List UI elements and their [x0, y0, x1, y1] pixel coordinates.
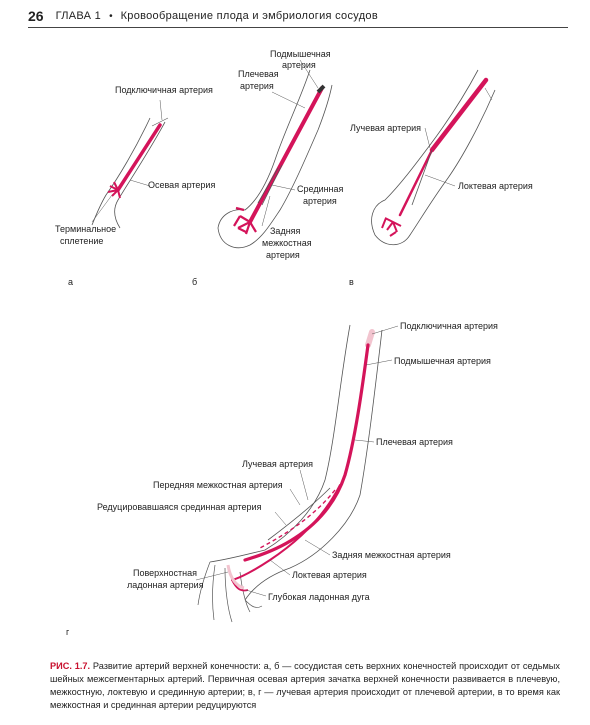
label-a-terminal-1: Терминальное: [55, 224, 116, 234]
panel-a-letter: а: [68, 277, 73, 287]
label-b-brachial-1: Плечевая: [238, 69, 279, 79]
panel-b-leader-median: [271, 184, 296, 191]
caption-label: РИС. 1.7.: [50, 661, 91, 671]
panel-d: Подключичная артерия Подмышечная артерия…: [66, 321, 498, 637]
figure-caption: РИС. 1.7. Развитие артерий верхней конеч…: [50, 660, 560, 712]
panel-b-hand-plexus: [233, 206, 257, 235]
panel-c-limb-outline: [371, 69, 496, 246]
label-a-axial: Осевая артерия: [148, 180, 215, 190]
panel-b-interosseous-artery: [257, 167, 279, 204]
chapter-label: ГЛАВА 1: [55, 10, 102, 22]
panel-b-brachial-artery: [248, 86, 324, 224]
panel-a-axial-artery: [116, 123, 162, 192]
panel-b: Подмышечная артерия Плечевая артерия Сре…: [192, 49, 344, 287]
panel-c-letter: в: [349, 277, 354, 287]
panel-d-ulnar-artery: [231, 484, 341, 581]
label-d-posterior-interosseous: Задняя межкостная артерия: [332, 550, 451, 560]
label-d-superficial-2: ладонная артерия: [127, 580, 204, 590]
caption-text: Развитие артерий верхней конечности: а, …: [50, 661, 560, 710]
label-b-axillary-1: Подмышечная: [270, 49, 331, 59]
header-separator: •: [109, 10, 113, 22]
panel-c-ulnar-artery: [411, 149, 433, 206]
label-b-posterior-1: Задняя: [270, 226, 301, 236]
label-d-deep-palmar-arch: Глубокая ладонная дуга: [268, 592, 370, 602]
panel-d-leader-superficial: [195, 571, 229, 581]
panel-c-leader-radial: [424, 127, 431, 149]
label-b-posterior-3: артерия: [266, 250, 300, 260]
label-d-subclavian: Подключичная артерия: [400, 321, 498, 331]
panel-b-leader-posterior: [261, 195, 271, 227]
panel-a-leader-terminal: [91, 194, 113, 223]
panel-d-leader-axillary: [365, 359, 393, 366]
label-b-posterior-2: межкостная: [262, 238, 312, 248]
label-a-subclavian: Подключичная артерия: [115, 85, 213, 95]
label-b-median-1: Срединная: [297, 184, 344, 194]
label-d-reduced-median: Редуцировавшаяся срединная артерия: [97, 502, 262, 512]
panel-d-leader-reduced-median: [274, 511, 287, 526]
panel-c: Лучевая артерия Локтевая артерия в: [349, 69, 533, 287]
panel-d-hand-outline: [197, 561, 263, 623]
label-d-brachial: Плечевая артерия: [376, 437, 453, 447]
panel-d-arm-outline-upper: [209, 324, 351, 563]
header-rule: [28, 27, 568, 28]
panel-a-leader-axial: [129, 179, 151, 187]
panel-b-axillary-segment: [316, 84, 326, 94]
panel-d-superficial-palmar-artery: [226, 564, 245, 590]
label-a-terminal-2: сплетение: [60, 236, 103, 246]
panel-d-leader-ant-interosseous: [289, 488, 301, 506]
panel-b-leader-brachial: [271, 91, 306, 109]
label-d-ant-interosseous: Передняя межкостная артерия: [153, 480, 283, 490]
panel-c-cut-mark: [484, 87, 493, 101]
label-d-radial: Лучевая артерия: [242, 459, 313, 469]
label-b-median-2: артерия: [303, 196, 337, 206]
label-d-axillary: Подмышечная артерия: [394, 356, 491, 366]
panel-d-leader-brachial: [354, 439, 375, 443]
panel-c-hand-plexus: [381, 217, 402, 237]
panel-c-brachial-artery: [429, 77, 489, 153]
panel-d-leader-subclavian: [371, 325, 399, 335]
panel-a: Подключичная артерия Осевая артерия Терм…: [55, 85, 215, 287]
label-c-radial: Лучевая артерия: [350, 123, 421, 133]
panel-a-limb-outline: [91, 117, 151, 226]
panel-c-leader-ulnar: [424, 174, 456, 187]
panel-d-brachial-radial-artery: [243, 343, 370, 562]
page-header: 26 ГЛАВА 1 • Кровообращение плода и эмбр…: [28, 6, 568, 26]
panel-d-leader-radial: [299, 469, 309, 501]
panel-a-cut-mark: [151, 117, 169, 127]
panel-b-leader-axillary: [299, 59, 319, 89]
panel-d-arm-outline-lower: [244, 329, 383, 601]
panel-a-limb-outline-2: [114, 121, 166, 229]
page-number: 26: [28, 8, 44, 24]
chapter-title: Кровообращение плода и эмбриология сосуд…: [120, 10, 378, 22]
label-b-brachial-2: артерия: [240, 81, 274, 91]
label-c-ulnar: Локтевая артерия: [458, 181, 533, 191]
panel-b-letter: б: [192, 277, 197, 287]
panel-d-letter: г: [66, 627, 70, 637]
panel-d-subclavian-segment: [365, 329, 375, 348]
panel-d-leader-deep-arch: [245, 589, 267, 597]
figure-illustration: Подключичная артерия Осевая артерия Терм…: [55, 49, 533, 637]
panel-c-radial-artery: [398, 148, 434, 217]
panel-d-leader-posterior: [304, 539, 331, 556]
label-b-axillary-2: артерия: [282, 60, 316, 70]
label-d-ulnar: Локтевая артерия: [292, 570, 367, 580]
panel-d-leader-ulnar: [269, 559, 291, 576]
panel-a-terminal-plexus: [107, 181, 121, 199]
panel-d-anterior-interosseous-artery: [267, 487, 331, 541]
panel-b-limb-outline: [217, 69, 333, 249]
panel-a-leader-subclavian: [159, 99, 163, 121]
panel-d-posterior-interosseous-artery: [259, 489, 336, 549]
label-d-superficial-1: Поверхностная: [133, 568, 197, 578]
